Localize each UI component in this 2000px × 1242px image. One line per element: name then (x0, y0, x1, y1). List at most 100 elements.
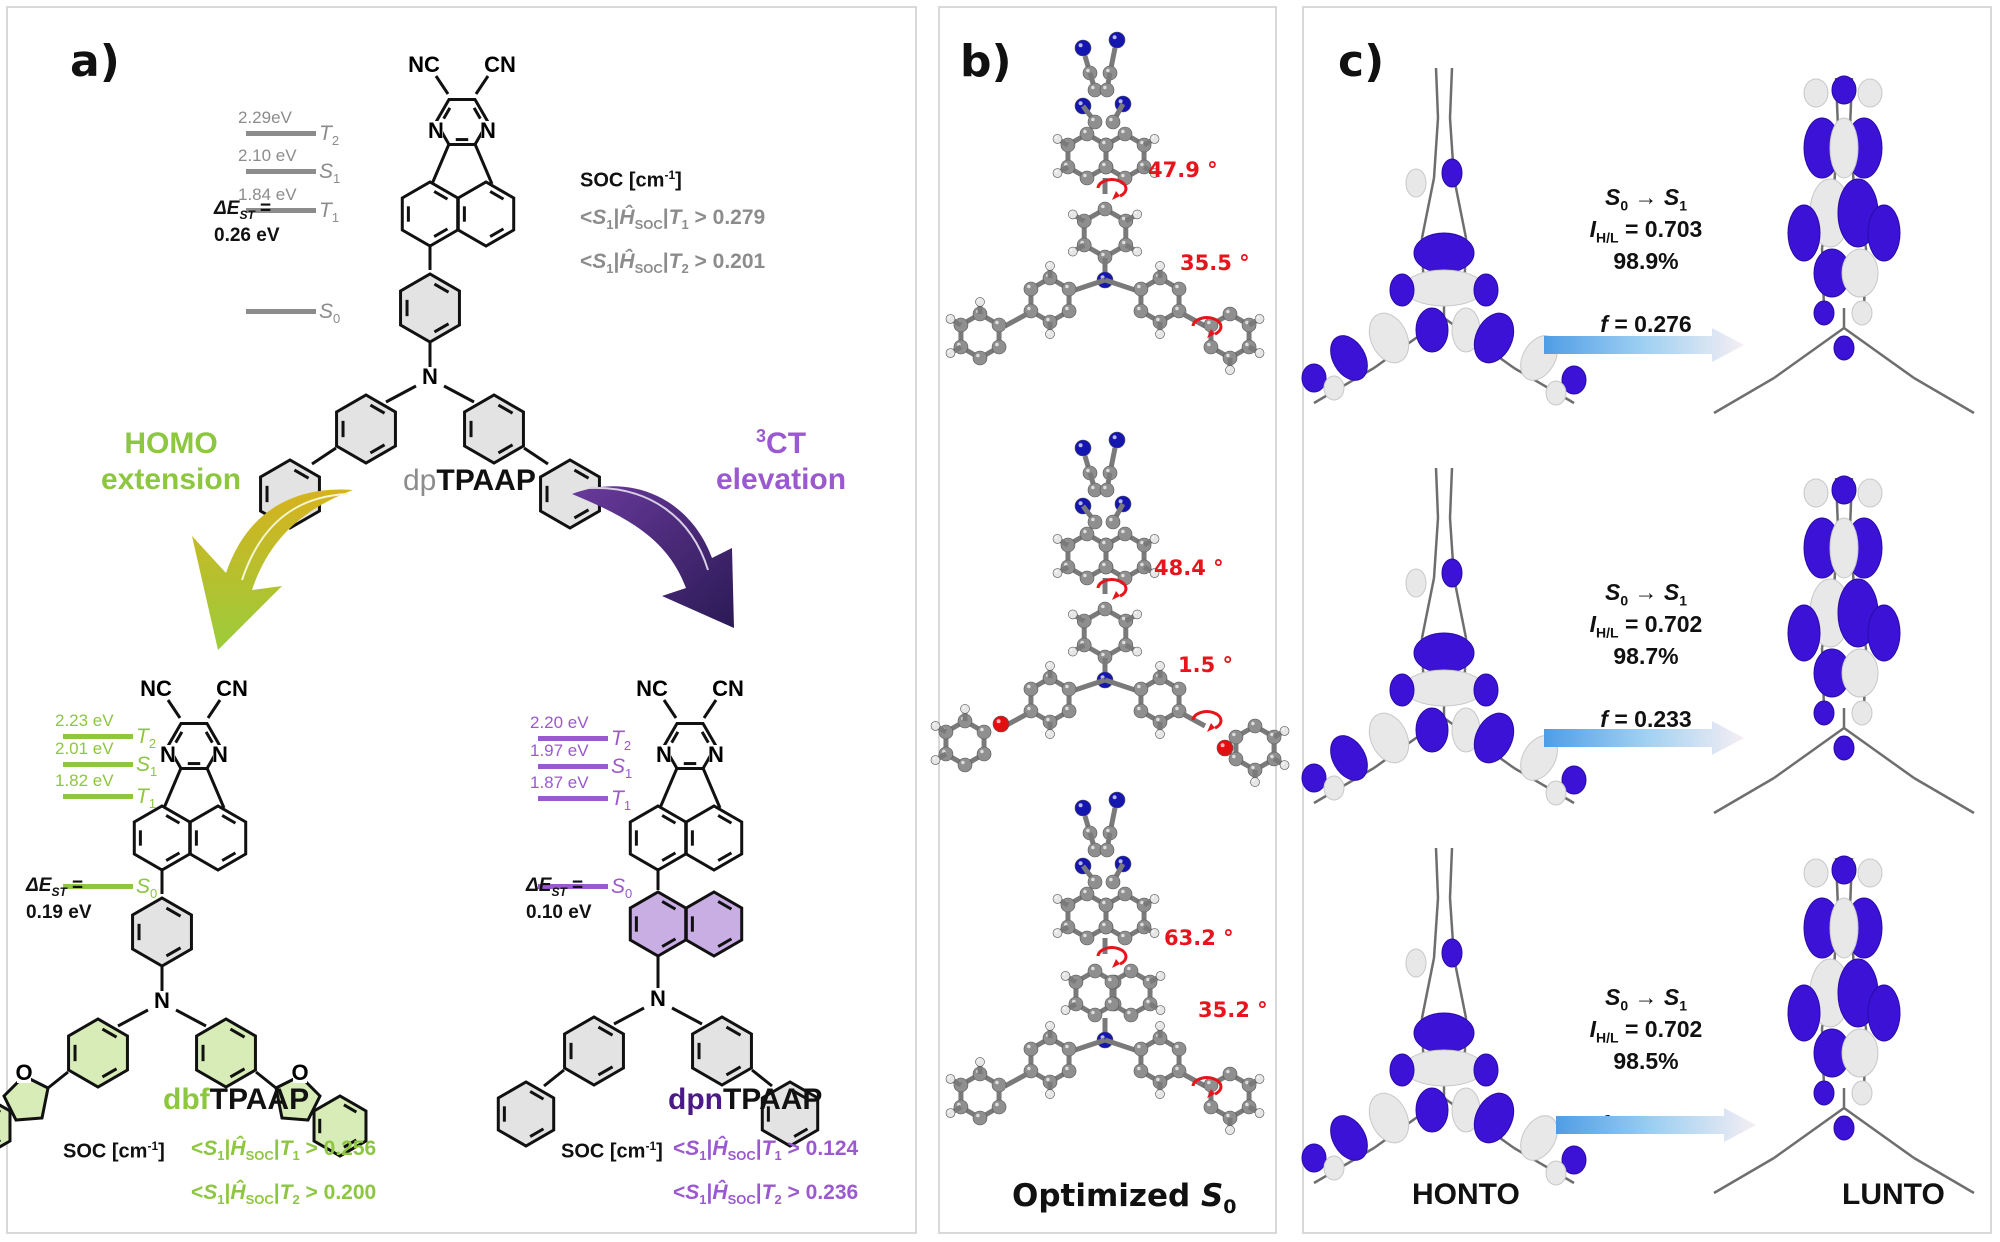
wireframe-bond (1843, 1106, 1915, 1160)
double-bond (597, 1065, 614, 1077)
orbital-lobe-negative (1851, 300, 1873, 326)
orbital-lobe-positive (1389, 673, 1415, 707)
atom-ball (1023, 703, 1039, 719)
energy-level-state: S1 (319, 160, 341, 187)
ring (335, 393, 397, 465)
orbital-lobe-negative (1829, 117, 1859, 179)
atom-ball (1097, 601, 1113, 617)
orbital-lobe-positive (1415, 307, 1449, 353)
energy-level-line (246, 208, 316, 213)
atom-ball (960, 704, 970, 714)
dihedral-angle: 35.2 ° (1198, 998, 1268, 1022)
atom-ball (1087, 514, 1103, 530)
wireframe-bond (1452, 577, 1468, 639)
atom-ball (976, 746, 992, 762)
energy-level-value: 1.82 eV (55, 771, 114, 790)
double-bond (700, 731, 710, 744)
orbital-lobe-positive (1867, 604, 1901, 662)
atom-ball (1279, 760, 1290, 770)
bond-stick (1104, 677, 1136, 693)
bond (430, 143, 451, 185)
double-bond (343, 1138, 358, 1149)
orbital-lobe-negative (1829, 517, 1859, 579)
atom-ball (1074, 39, 1092, 57)
transition-arrow-icon (1544, 328, 1744, 362)
atom-ball (1098, 137, 1114, 153)
double-bond (433, 322, 450, 334)
wireframe-bond (1843, 326, 1915, 380)
double-bond (369, 443, 386, 455)
transition-label: S0 → S1 (1604, 579, 1688, 609)
atom-ball (1098, 897, 1114, 913)
delta-est-dpntpaap: ΔEST = 0.10 eV (526, 875, 592, 923)
double-bond (529, 1090, 545, 1101)
double-bond (597, 1025, 614, 1037)
atom-label: O (291, 1060, 308, 1085)
orbital-lobe-negative (1545, 1160, 1567, 1186)
atom-ball (1132, 209, 1143, 220)
atom-ball (1247, 718, 1263, 734)
orbital-lobe-positive (1473, 712, 1515, 764)
atom-ball (1105, 114, 1121, 130)
orbital-lobe-positive (1813, 1080, 1835, 1106)
atom-ball (1171, 703, 1187, 719)
nto-overlap-index: IH/L = 0.703 (1589, 215, 1703, 246)
energy-level-state: S1 (611, 755, 633, 782)
orbital-lobe-negative (1841, 248, 1879, 298)
double-bond (442, 107, 452, 120)
bond (385, 384, 417, 404)
orbital-lobe-negative (1803, 478, 1829, 508)
atom-label: O (15, 1060, 32, 1085)
atom-ball (1087, 1007, 1103, 1023)
orbital-lobe-negative (1545, 380, 1567, 406)
atom-ball (1155, 261, 1165, 271)
bond (662, 699, 678, 719)
orbital-lobe-positive (1787, 604, 1821, 662)
orbital-lobe-positive (1330, 735, 1368, 781)
orbital-lobe-positive (1389, 1053, 1415, 1087)
bond (751, 1068, 773, 1088)
orbital-lobe-positive (1831, 475, 1857, 505)
optimized-structure-dpntpaap (945, 791, 1265, 1135)
energy-level-state: T2 (319, 122, 340, 149)
panel-label-c: c) (1338, 36, 1385, 87)
orbital-lobe-negative (1857, 78, 1883, 108)
atom-ball (1061, 303, 1077, 319)
wireframe-bond (1448, 467, 1454, 519)
double-bond (165, 814, 181, 825)
energy-level-line (538, 736, 608, 741)
soc-matrix-element: <S1|ĤSOC|T1 > 0.256 (191, 1137, 377, 1164)
double-bond (165, 906, 182, 918)
atom-ball (1133, 703, 1149, 719)
atom-ball (1108, 31, 1126, 49)
atom-ball (1155, 1005, 1166, 1015)
atom-ball (1023, 281, 1039, 297)
atom-ball (972, 1110, 988, 1126)
atom-ball (1254, 1108, 1265, 1118)
orbital-lobe-positive (1301, 763, 1327, 793)
atom-ball (1155, 729, 1165, 739)
soc-matrix-element: <S1|ĤSOC|T1 > 0.279 (580, 206, 766, 233)
soc-matrix-element: <S1|ĤSOC|T2 > 0.201 (580, 250, 766, 277)
orbital-lobe-negative (1841, 648, 1879, 698)
dihedral-angle: 47.9 ° (1148, 158, 1218, 182)
atom-ball (1052, 568, 1063, 578)
atom-label: CN (712, 676, 744, 701)
orbital-lobe-positive (1413, 1012, 1475, 1054)
rotation-arrow-icon (1096, 946, 1128, 966)
atom-ball (1123, 1007, 1139, 1023)
wireframe-bond (1420, 957, 1436, 1019)
bond (474, 75, 490, 95)
atom-ball (972, 350, 988, 366)
wireframe-bond (1843, 726, 1915, 780)
atom-ball (1203, 339, 1219, 355)
energy-level-state: T2 (611, 727, 632, 754)
atom-ball (1045, 729, 1055, 739)
atom-ball (1098, 159, 1114, 175)
double-bond (165, 946, 182, 958)
wireframe-bond (1452, 177, 1468, 239)
bond (175, 1008, 207, 1028)
arrow-homo-extension-icon (192, 489, 353, 650)
bond (523, 446, 549, 466)
